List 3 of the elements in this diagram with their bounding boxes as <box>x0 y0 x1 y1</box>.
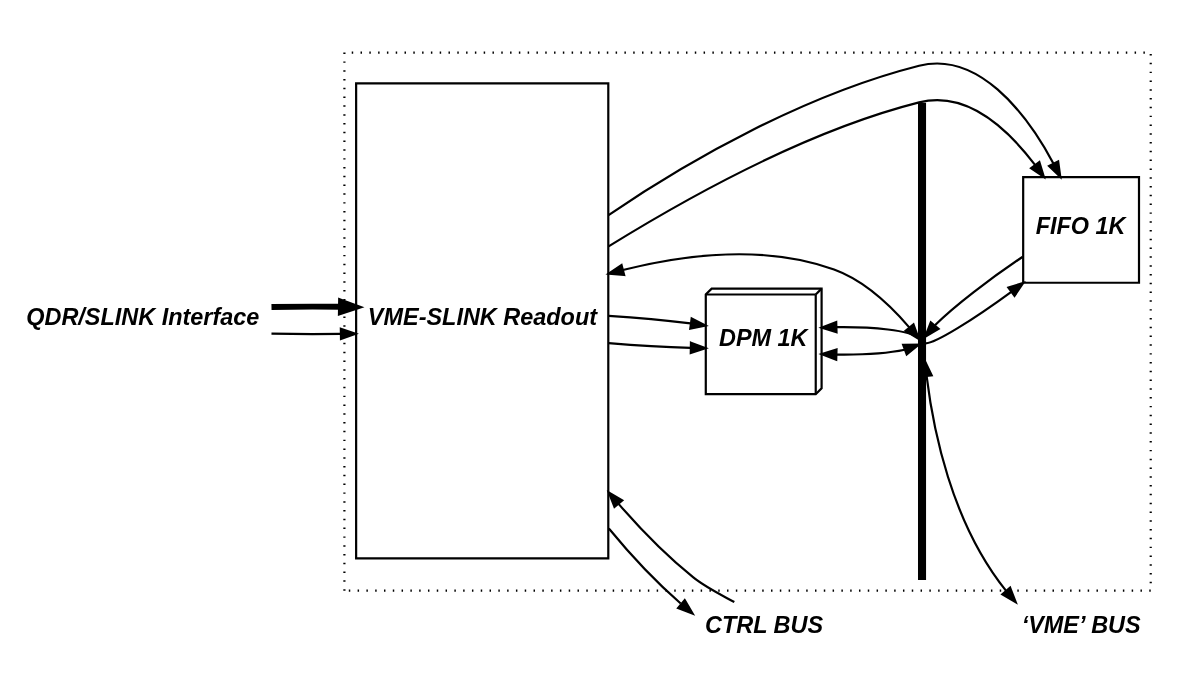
node-text: CTRL BUS <box>705 611 824 638</box>
node-text: QDR/SLINK Interface <box>26 303 260 330</box>
node-text: ‘VME’ BUS <box>1021 611 1141 638</box>
